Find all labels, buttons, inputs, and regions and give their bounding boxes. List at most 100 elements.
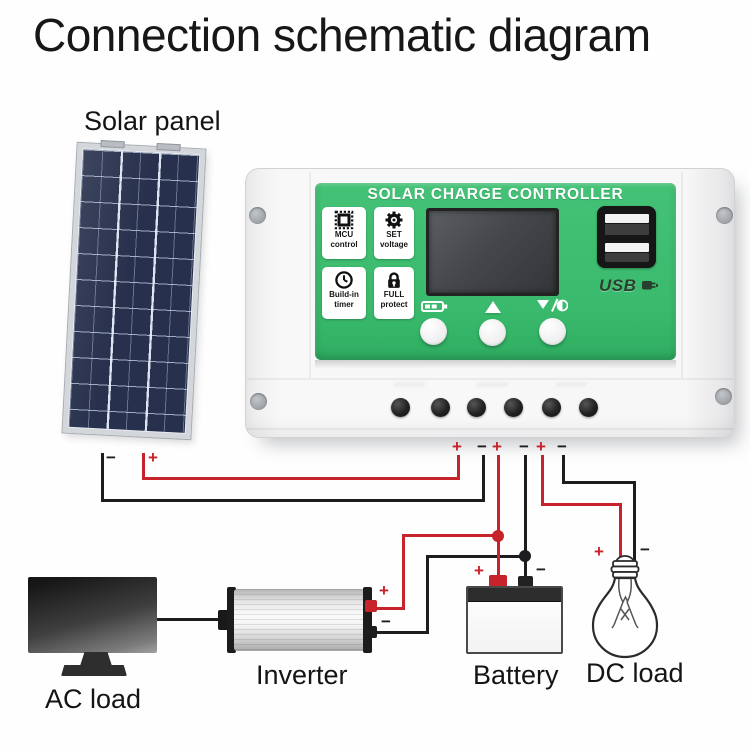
- wire-solar-negative: [482, 455, 485, 502]
- wire-battery-negative: [524, 455, 527, 578]
- usb-label: USB: [599, 276, 637, 295]
- terminal-polarity: −: [557, 437, 567, 456]
- inverter-image: [227, 587, 372, 653]
- wire-inverter-negative: [426, 555, 527, 558]
- wire-inverter-positive: [402, 534, 405, 610]
- terminal-screw: [467, 398, 486, 417]
- solar-cells-grid: [68, 149, 200, 433]
- wire-solar-positive: [142, 453, 145, 480]
- feature-label: MCU: [334, 230, 354, 239]
- feature-badge-set-voltage: SET voltage: [374, 207, 414, 259]
- mount-screw-hole: [250, 393, 267, 410]
- wire-solar-negative: [101, 453, 104, 502]
- terminal-screw: [391, 398, 410, 417]
- inverter-minus-label: −: [381, 612, 391, 631]
- body-seam: [247, 428, 733, 430]
- monitor-stand-neck: [80, 652, 112, 666]
- inverter-ac-connector: [218, 610, 229, 630]
- down-arrow-brightness-icon: [537, 298, 568, 312]
- wire-inverter-negative: [376, 631, 429, 634]
- wire-load-positive: [619, 503, 622, 561]
- feature-badge-timer: Build-in timer: [322, 267, 366, 319]
- lcd-display: [426, 208, 559, 296]
- battery-label: Battery: [473, 660, 559, 690]
- timer-clock-icon: [335, 271, 353, 289]
- usb-port-cavity: [605, 253, 649, 262]
- battery-top-band: [468, 588, 561, 602]
- feature-label: Build-in: [329, 290, 359, 299]
- faceplate-shadow: [315, 360, 676, 369]
- panel-mount-clip: [156, 142, 181, 152]
- feature-label: timer: [334, 299, 354, 309]
- terminal-screw: [579, 398, 598, 417]
- wire-solar-negative: [101, 499, 485, 502]
- wire-load-negative: [562, 481, 636, 484]
- battery-positive-post: [489, 575, 507, 587]
- wire-ac-output: [156, 618, 220, 621]
- wire-inverter-positive: [373, 607, 405, 610]
- body-seam: [309, 172, 311, 378]
- dual-usb-port: [597, 206, 656, 268]
- inverter-positive-terminal: [365, 600, 377, 612]
- wire-load-negative: [562, 455, 565, 484]
- wire-junction-positive: [492, 530, 504, 542]
- feature-label: SET: [386, 230, 402, 239]
- terminal-polarity: −: [519, 437, 529, 456]
- panel-mount-clip: [100, 140, 125, 149]
- ac-load-monitor: [28, 577, 157, 653]
- feature-label: FULL: [383, 290, 405, 299]
- mount-screw-hole: [249, 207, 266, 224]
- inverter-negative-terminal: [365, 626, 377, 638]
- wire-load-positive: [541, 455, 544, 506]
- body-seam: [247, 378, 733, 380]
- feature-badge-protect: FULL protect: [374, 267, 414, 319]
- wire-junction-negative: [519, 550, 531, 562]
- menu-button: [420, 318, 447, 345]
- terminal-polarity: −: [477, 437, 487, 456]
- usb-plug-icon: [642, 281, 658, 290]
- battery-negative-post: [518, 576, 533, 587]
- wire-load-negative: [633, 481, 636, 562]
- inverter-end-cap: [363, 587, 372, 653]
- battery-image: [466, 586, 563, 654]
- battery-icon: [421, 301, 448, 312]
- page-title: Connection schematic diagram: [33, 9, 651, 61]
- solar-panel-image: [62, 140, 206, 440]
- down-button: [539, 318, 566, 345]
- inverter-plus-label: +: [379, 581, 389, 600]
- wire-inverter-positive: [402, 534, 500, 537]
- inverter-barrel: [234, 589, 365, 651]
- dc-load-plus-label: +: [594, 542, 604, 561]
- wire-solar-positive: [457, 455, 460, 480]
- terminal-polarity: +: [536, 437, 546, 456]
- feature-label: voltage: [379, 239, 408, 249]
- mount-screw-hole: [716, 207, 733, 224]
- controller-title: SOLAR CHARGE CONTROLLER: [367, 186, 624, 203]
- inverter-end-cap: [227, 587, 236, 653]
- battery-plus-label: +: [474, 561, 484, 580]
- dc-load-minus-label: −: [640, 540, 650, 559]
- solar-plus-label: +: [148, 448, 158, 467]
- usb-port-cavity: [605, 224, 649, 235]
- set-voltage-gear-icon: [385, 211, 403, 229]
- ac-load-label: AC load: [45, 684, 142, 714]
- light-bulb-icon: [591, 555, 659, 659]
- usb-port-tongue: [605, 214, 649, 223]
- terminal-polarity: +: [452, 437, 462, 456]
- monitor-stand-base: [61, 665, 127, 676]
- up-arrow-icon: [485, 301, 501, 313]
- usb-port-tongue: [605, 243, 649, 252]
- terminal-polarity: +: [492, 437, 502, 456]
- battery-minus-label: −: [536, 560, 546, 579]
- dc-load-label: DC load: [586, 658, 684, 688]
- mount-screw-hole: [715, 388, 732, 405]
- terminal-screw: [542, 398, 561, 417]
- wire-inverter-negative: [426, 555, 429, 634]
- full-protect-lock-icon: [388, 272, 400, 288]
- mcu-chip-icon: [334, 210, 354, 230]
- faint-print-mark: [477, 374, 511, 386]
- wire-solar-positive: [142, 477, 460, 480]
- wire-load-positive: [541, 503, 622, 506]
- feature-badge-mcu: MCU control: [322, 207, 366, 259]
- faint-print-mark: [556, 374, 590, 386]
